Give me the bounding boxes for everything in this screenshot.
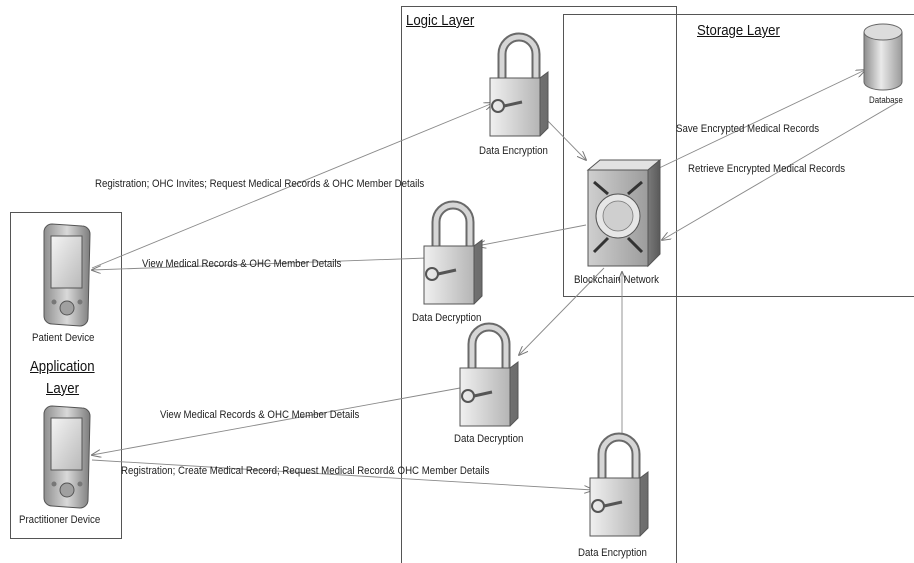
database-icon (863, 23, 903, 91)
blockchain-network-label: Blockchain Network (574, 274, 660, 286)
smartphone-icon (43, 405, 91, 509)
edge-decryption-to-patient (92, 257, 428, 270)
patient-view-edge-label: View Medical Records & OHC Member Detail… (142, 258, 342, 270)
practitioner-registration-edge-label: Registration; Create Medical Record; Req… (121, 465, 490, 477)
edge-blockchain-to-decryption-mid (477, 224, 587, 246)
storage-layer-box (563, 14, 914, 297)
edge-encryption-to-blockchain (544, 117, 586, 160)
save-records-edge-label: Save Encrypted Medical Records (676, 123, 820, 135)
patient-device-label: Patient Device (32, 332, 95, 344)
data-encryption-top-label: Data Encryption (479, 145, 548, 157)
logic-layer-box (401, 6, 677, 563)
data-encryption-bottom-label: Data Encryption (578, 547, 647, 559)
practitioner-device-label: Practitioner Device (19, 514, 101, 526)
edge-decryption-to-practitioner (92, 387, 461, 455)
lock-icon (459, 322, 519, 427)
practitioner-view-edge-label: View Medical Records & OHC Member Detail… (160, 409, 360, 421)
edge-blockchain-to-database (654, 70, 865, 171)
lock-icon (589, 432, 649, 537)
logic-layer-title: Logic Layer (406, 12, 475, 29)
application-layer-title-line2: Layer (46, 380, 80, 397)
data-decryption-mid-label: Data Decryption (412, 312, 482, 324)
lock-icon (423, 200, 483, 305)
blockchain-network-icon (586, 158, 662, 268)
patient-registration-edge-label: Registration; OHC Invites; Request Medic… (95, 178, 425, 190)
storage-layer-title: Storage Layer (697, 22, 780, 39)
application-layer-box (10, 212, 122, 539)
edge-database-to-blockchain (662, 101, 899, 240)
application-layer-title-line1: Application (30, 358, 95, 375)
lock-icon (489, 32, 549, 137)
edge-practitioner-to-encryption (91, 459, 593, 490)
edge-blockchain-to-decryption-low (519, 267, 605, 355)
smartphone-icon (43, 223, 91, 327)
data-decryption-low-label: Data Decryption (454, 433, 524, 445)
retrieve-records-edge-label: Retrieve Encrypted Medical Records (688, 163, 846, 175)
database-label: Database (869, 95, 903, 105)
edge-patient-to-encryption (91, 103, 493, 269)
